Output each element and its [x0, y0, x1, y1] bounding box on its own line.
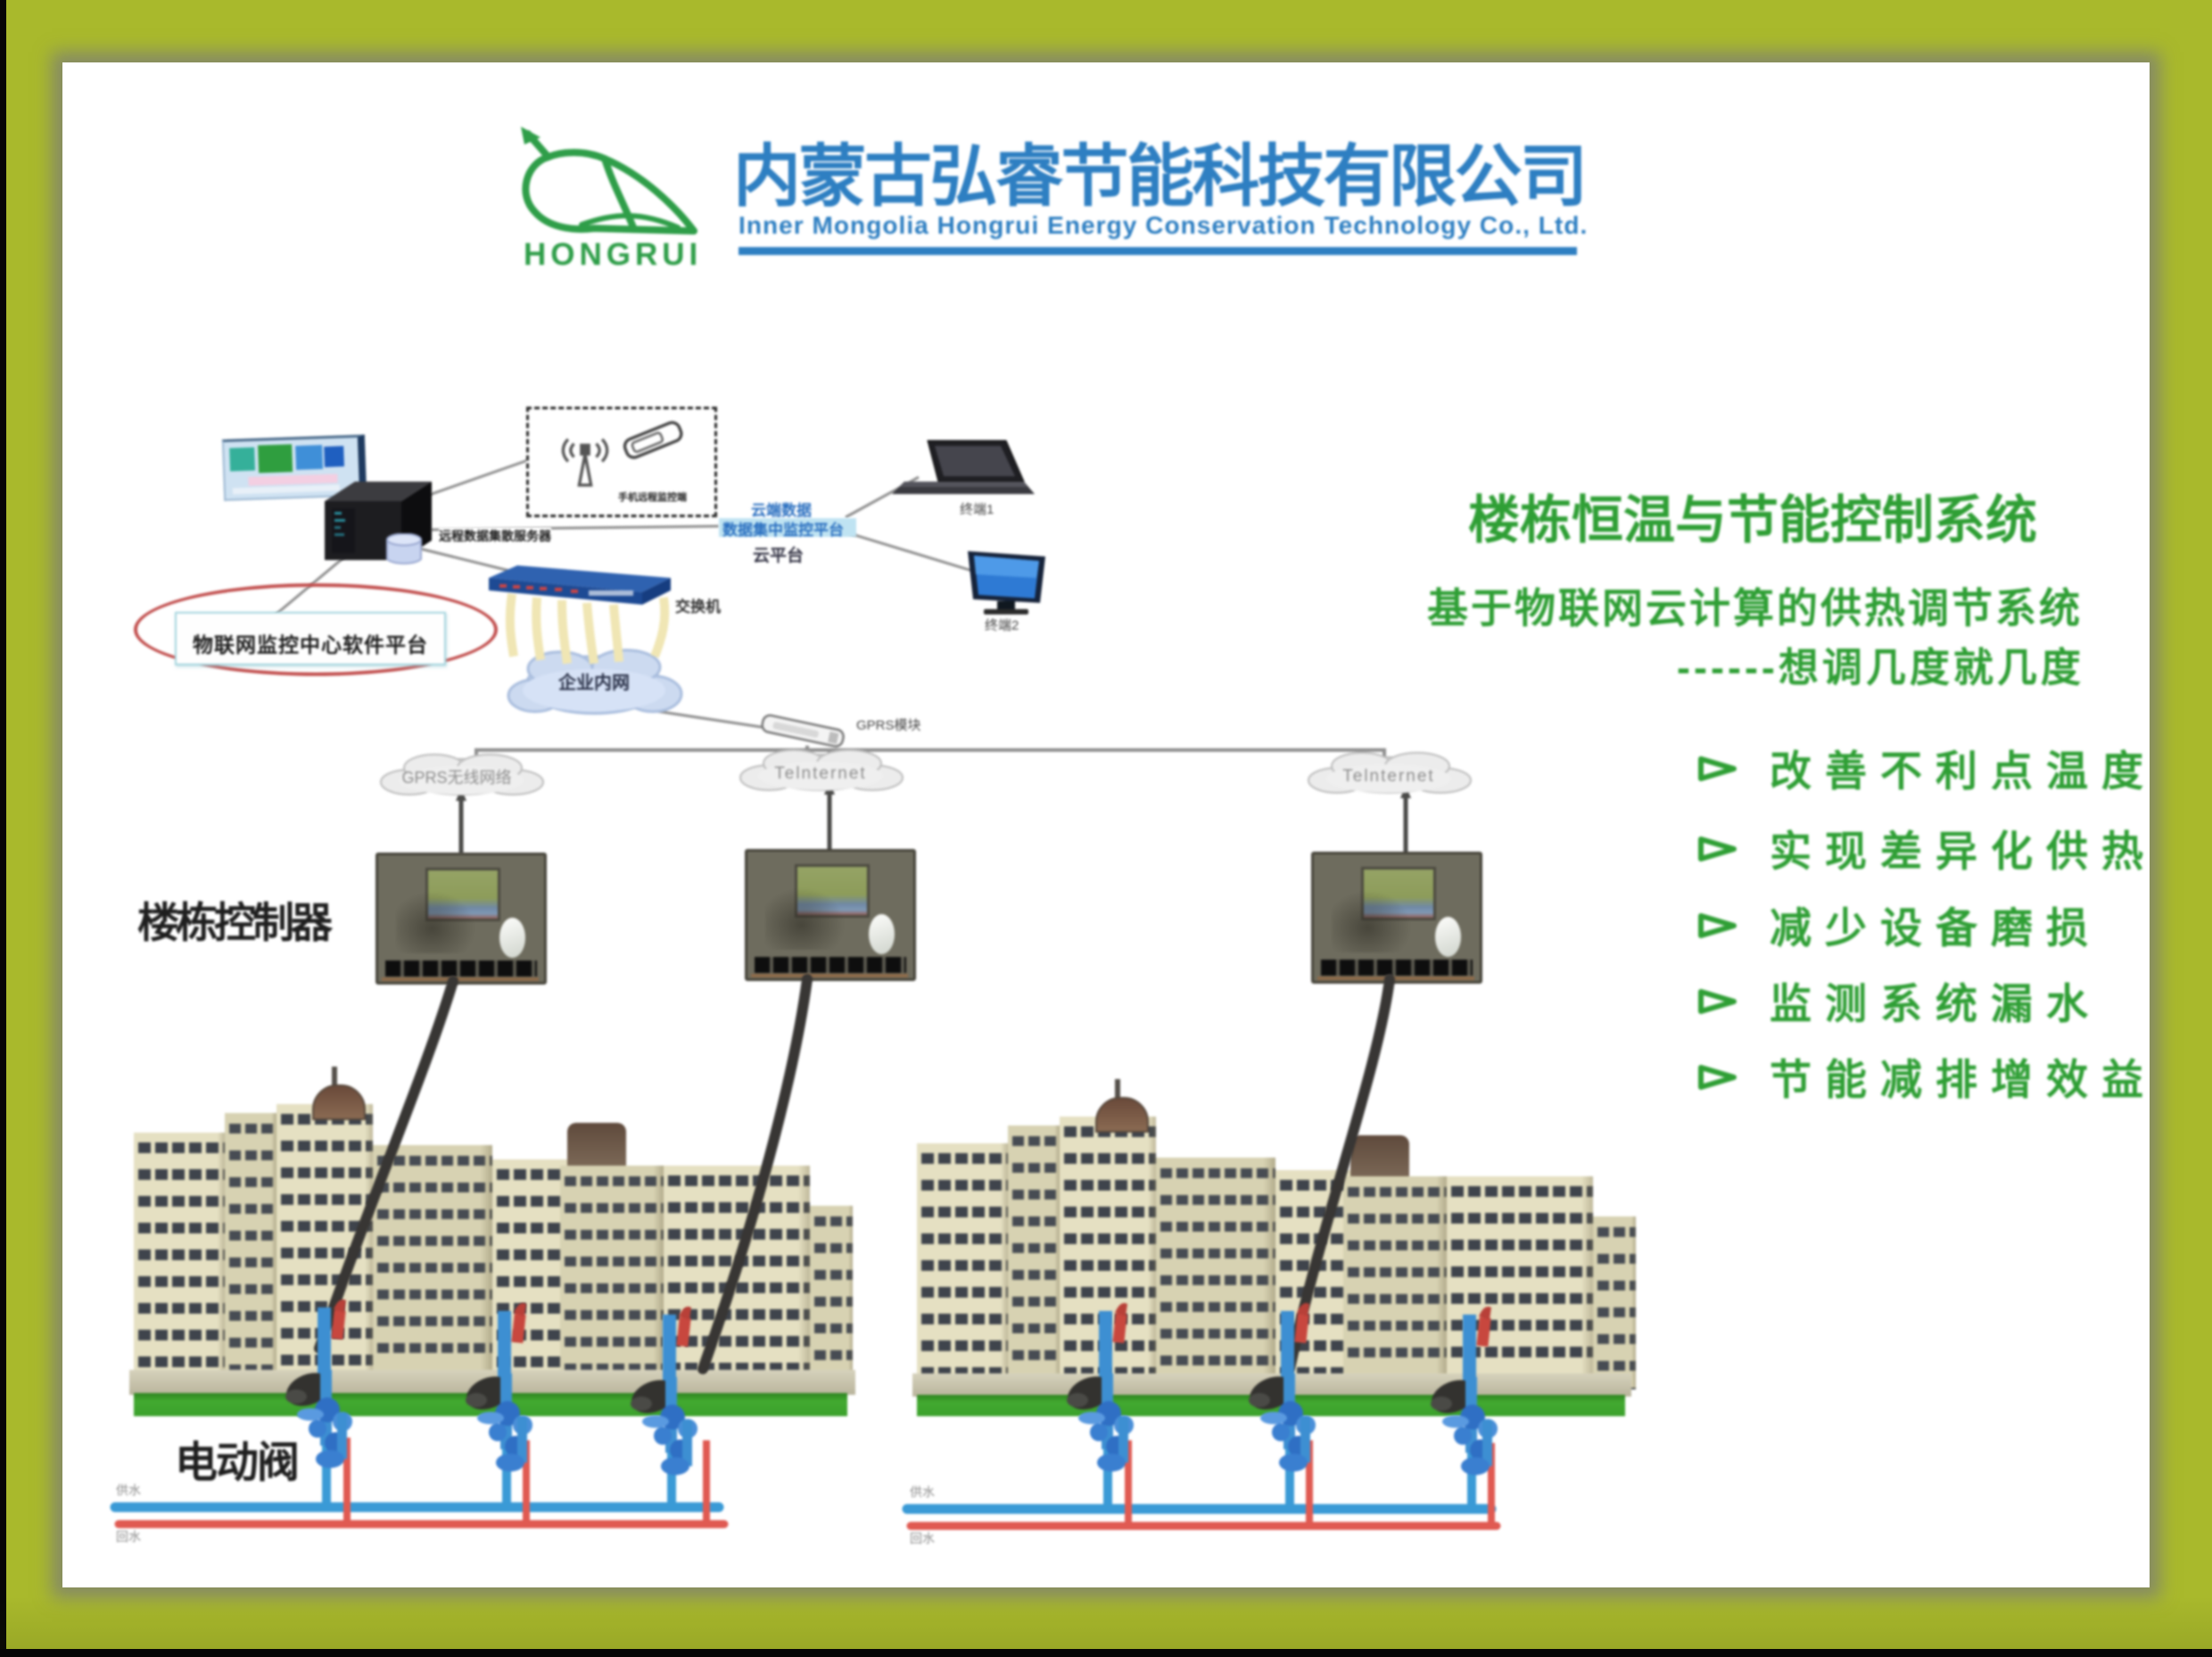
svg-text:回水: 回水 [116, 1529, 141, 1544]
svg-text:供水: 供水 [910, 1485, 935, 1499]
svg-text:GPRS无线网络: GPRS无线网络 [401, 769, 511, 787]
svg-text:终端2: 终端2 [985, 618, 1019, 633]
svg-text:Telnternet: Telnternet [774, 764, 866, 783]
svg-text:Telnternet: Telnternet [1342, 767, 1434, 786]
svg-text:终端1: 终端1 [960, 502, 994, 517]
svg-text:供水: 供水 [116, 1483, 141, 1497]
svg-text:企业内网: 企业内网 [557, 672, 630, 693]
svg-text:回水: 回水 [910, 1531, 935, 1546]
svg-text:GPRS模块: GPRS模块 [856, 718, 921, 733]
